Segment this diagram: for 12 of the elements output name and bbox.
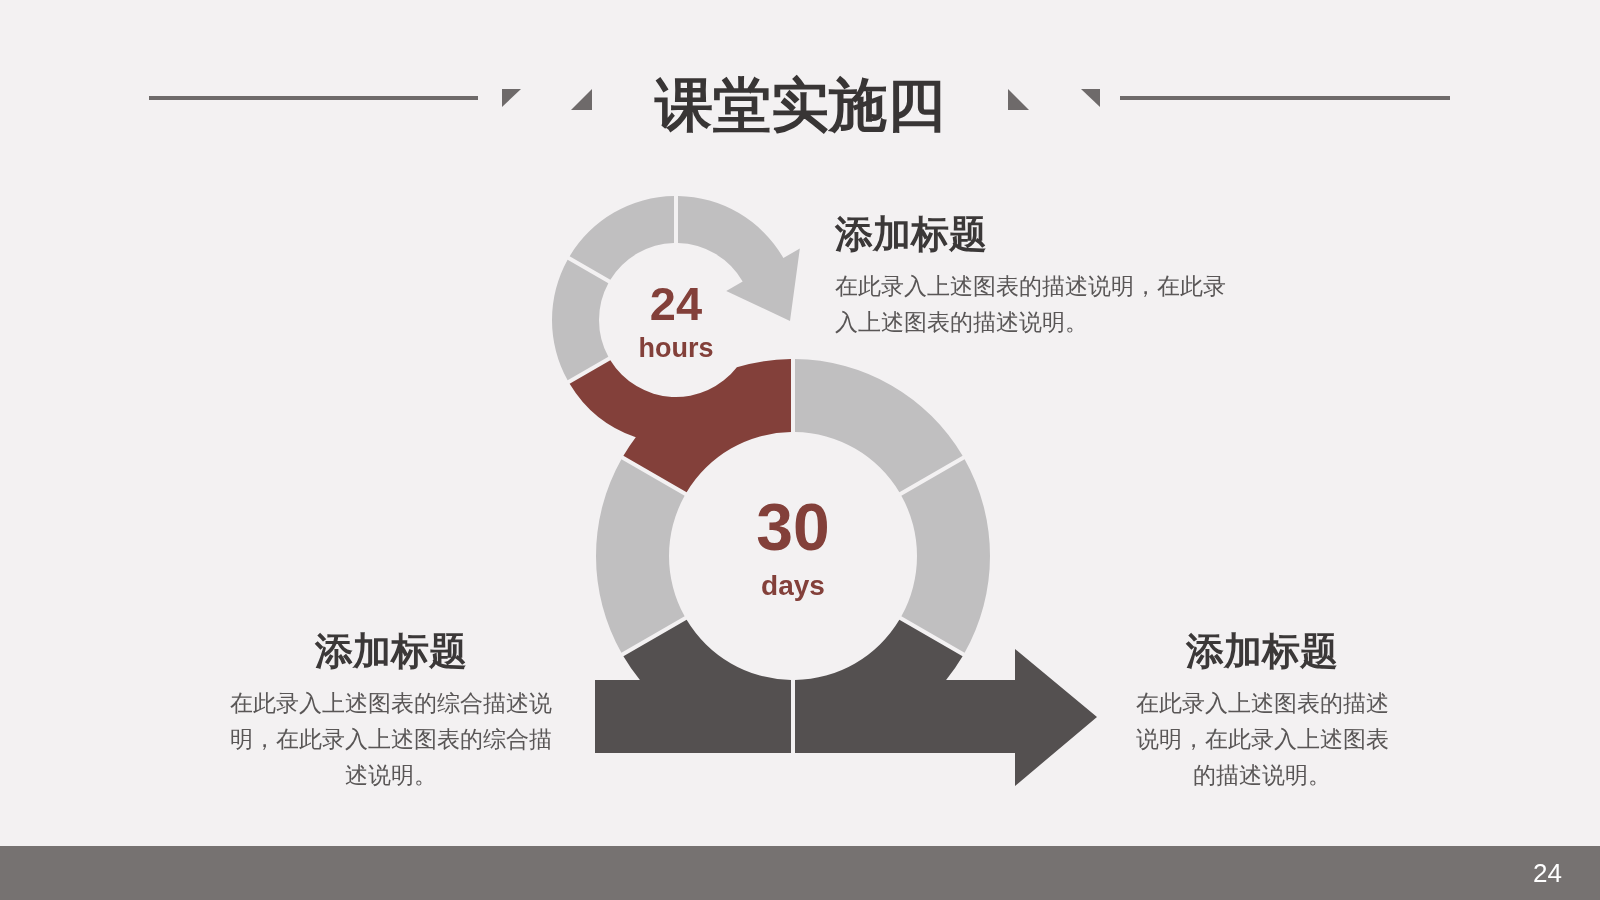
title: 课堂实施四 [655,74,945,136]
unit-label: days [761,571,825,601]
heading: 添加标题 [314,630,468,672]
page-number: 24 [1533,857,1562,889]
number-label: 24 [649,280,703,328]
description-text: 在此录入上述图表的综合描述说明，在此录入上述图表的综合描述说明。 [229,689,553,790]
heading: 添加标题 [835,213,988,255]
description-text: 在此录入上述图表的描述说明，在此录入上述图表的描述说明。 [835,272,1227,337]
number-label: 30 [756,494,830,560]
heading: 添加标题 [1185,630,1339,672]
unit-label: hours [638,333,714,363]
description-text: 在此录入上述图表的描述说明，在此录入上述图表的描述说明。 [1134,689,1390,790]
